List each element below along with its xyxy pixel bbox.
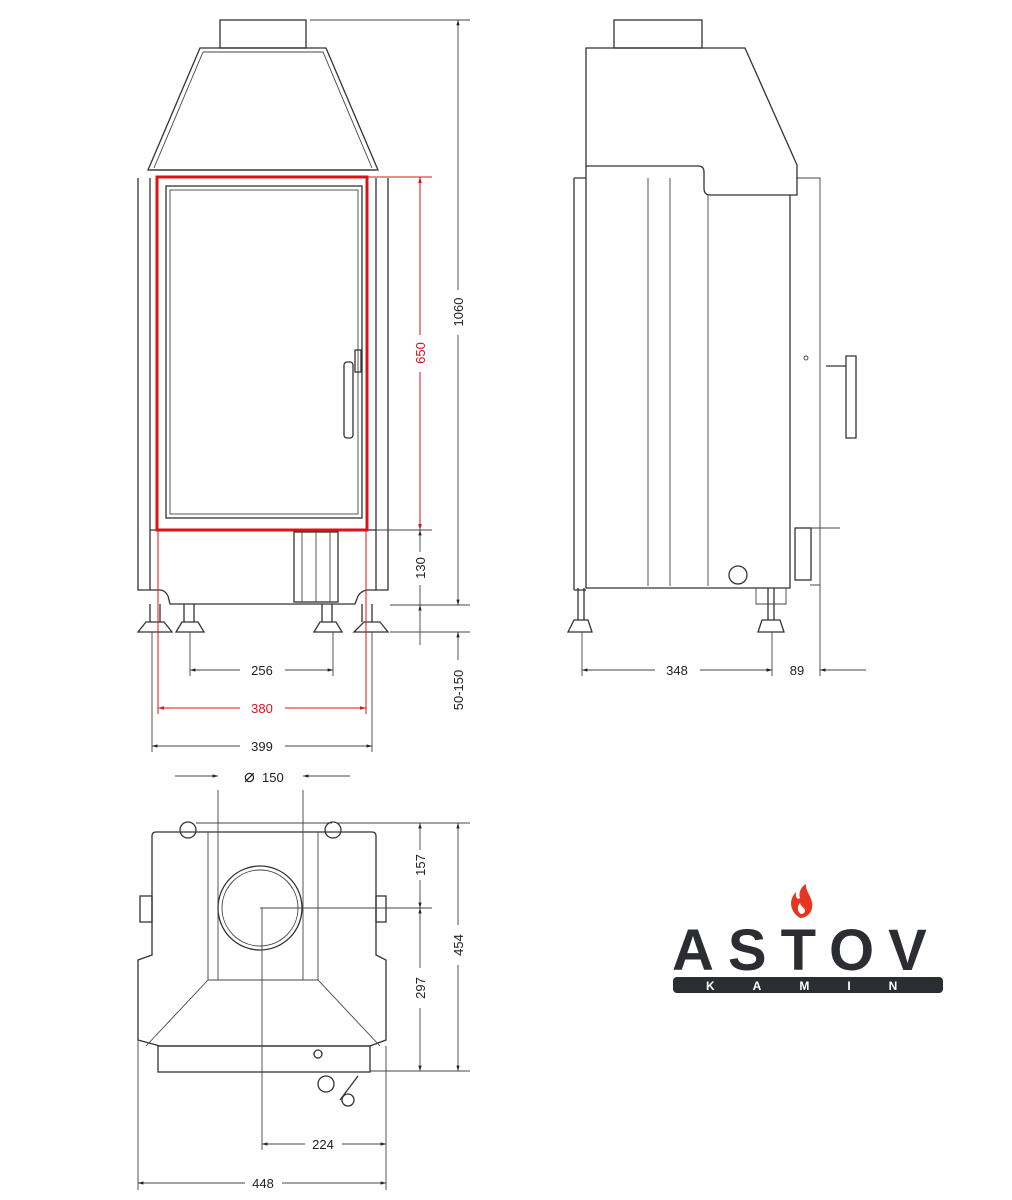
dim-flue-diameter: 150 [262, 770, 284, 785]
dim-top-depth: 454 [451, 934, 466, 956]
front-view [136, 19, 390, 633]
dim-overall-width: 399 [251, 739, 273, 754]
dim-flue-offset-side: 224 [312, 1137, 334, 1152]
dim-leg-spacing: 256 [251, 663, 273, 678]
logo-sub: KAMIN [706, 979, 935, 993]
dim-flue-offset-front: 157 [413, 854, 428, 876]
dim-flue-diameter-symbol: ⌀ [244, 766, 255, 786]
side-view [566, 19, 857, 633]
astov-logo: ASTOV KAMIN [672, 884, 943, 993]
logo-brand: ASTOV [672, 918, 941, 983]
dim-handle-projection: 89 [790, 663, 804, 678]
side-dimensions: 348 89 [581, 585, 866, 678]
dim-side-depth: 348 [666, 663, 688, 678]
dim-leg-adjust: 50-150 [451, 670, 466, 710]
front-dimensions: 1060 650 130 50-150 256 380 399 [151, 19, 470, 754]
dim-base-height: 130 [413, 557, 428, 579]
dim-top-width: 448 [252, 1176, 274, 1191]
dim-flue-offset-back: 297 [413, 977, 428, 999]
legs [136, 604, 390, 633]
dim-door-height: 650 [413, 342, 428, 364]
top-dimensions: ⌀ 150 157 297 454 224 448 [137, 766, 470, 1191]
dim-height-total: 1060 [451, 298, 466, 327]
dim-door-width: 380 [251, 701, 273, 716]
flame-icon [791, 884, 813, 918]
top-view [137, 790, 387, 1107]
